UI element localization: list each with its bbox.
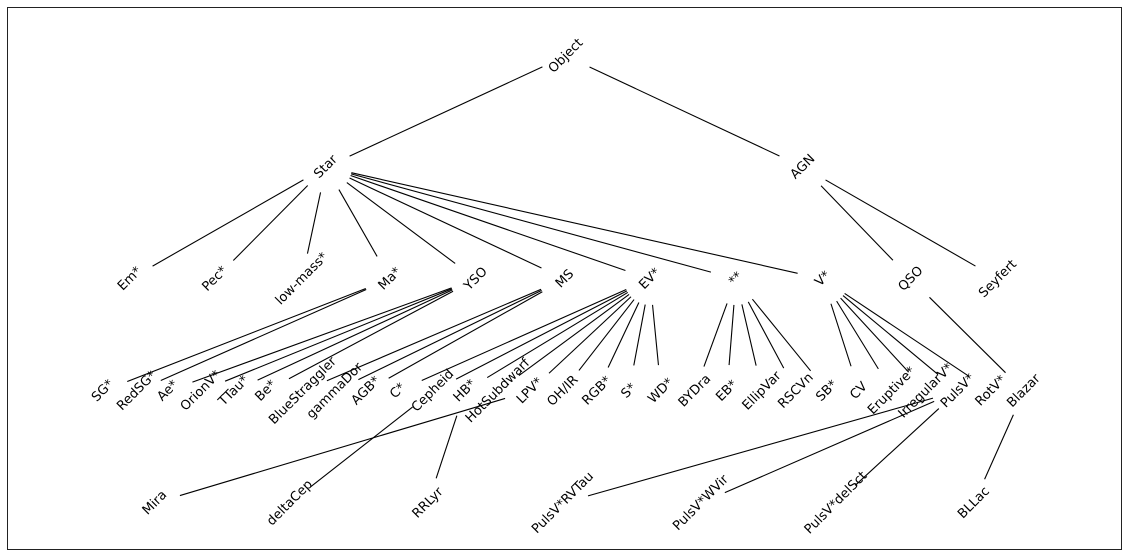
edge-v-to-rotv: [844, 292, 970, 378]
node-label-mira: Mira: [140, 488, 171, 519]
edge-yso-to-orionv: [224, 288, 453, 382]
node-label-ae: Ae*: [155, 377, 182, 404]
node-label-hb: HB*: [451, 376, 480, 405]
edge-ma-to-sg: [127, 287, 366, 383]
edge-ev-to-s: [633, 304, 646, 366]
edge-pulsv-to-pulsvwvir: [724, 400, 935, 494]
node-label-pulsvrvtau: PulsV*RVTau: [529, 469, 597, 537]
node-label-v: V*: [812, 268, 834, 290]
node-label-pulsvwvir: PulsV*WVir: [670, 472, 732, 534]
edge-star-to-v: [351, 172, 798, 274]
node-label-object: Object: [546, 36, 587, 77]
node-label-ma: Ma*: [376, 264, 405, 293]
edge-cepheid-to-deltacep: [310, 406, 413, 488]
edge-yso-to-ae: [192, 287, 452, 383]
edge-ev-to-cepheid: [455, 290, 628, 380]
edge-yso-to-be: [288, 290, 454, 380]
edge-ds-to-ellipvar: [741, 304, 757, 366]
node-label-ohir: OH/IR: [545, 373, 582, 410]
edge-ms-to-agb: [388, 291, 543, 379]
edge-hb-to-rrlyr: [435, 415, 458, 479]
node-label-lowmass: low-mass*: [273, 249, 332, 308]
edge-ev-to-c: [421, 289, 627, 381]
node-label-deltacep: deltaCep: [264, 477, 316, 529]
edge-star-to-ev: [350, 174, 626, 272]
node-label-bydra: BYDra: [676, 372, 715, 411]
node-label-bllac: BLLac: [955, 484, 993, 522]
edge-object-to-star: [349, 66, 543, 157]
node-label-ellipvar: EllipVar: [740, 368, 785, 413]
node-label-blazar: Blazar: [1004, 371, 1044, 411]
node-label-pec: Pec*: [199, 263, 230, 294]
diagram-frame: [7, 7, 1122, 550]
node-label-sb: SB*: [813, 377, 841, 405]
edge-ds-to-bydra: [703, 303, 728, 367]
edge-ev-to-wd: [651, 304, 660, 366]
edge-yso-to-ttau: [257, 289, 453, 381]
edge-v-to-cv: [830, 303, 852, 367]
edge-pulsv-to-pulsvdelsct: [854, 408, 940, 486]
node-label-redsg: RedSG*: [114, 368, 160, 414]
node-label-c: C*: [387, 380, 409, 402]
node-label-rotv: RotV*: [973, 372, 1010, 409]
node-label-be: Be*: [252, 377, 280, 405]
node-label-orionv: OrionV*: [178, 367, 225, 414]
edge-ev-to-rgb: [607, 302, 640, 368]
edge-v-to-pulsv: [842, 295, 939, 375]
node-label-pulsvdelsct: PulsV*delSct: [802, 469, 871, 538]
node-label-qso: QSO: [896, 264, 927, 295]
node-label-rrlyr: RRLyr: [410, 484, 447, 521]
edge-blazar-to-bllac: [984, 414, 1014, 480]
edge-object-to-agn: [589, 66, 780, 157]
edge-ev-to-hb: [486, 291, 629, 379]
node-label-wd: WD*: [645, 375, 677, 407]
node-label-star: Star: [311, 152, 341, 182]
edge-star-to-pec: [232, 185, 309, 261]
node-label-eb: EB*: [713, 377, 741, 405]
edge-ms-to-gammador: [358, 289, 542, 381]
node-label-seyfert: Seyfert: [976, 257, 1020, 301]
node-label-agn: AGN: [788, 152, 819, 183]
edge-star-to-em: [152, 179, 304, 267]
edge-ds-to-rscvn: [747, 301, 785, 369]
edge-star-to-ma: [338, 189, 378, 257]
edge-star-to-lowmass: [306, 192, 322, 254]
node-label-ev: EV*: [636, 265, 664, 293]
edge-ds-to-eb: [728, 304, 735, 366]
edge-ev-to-lpv: [548, 296, 632, 374]
edge-lpv-to-mira: [179, 397, 506, 497]
edge-star-to-yso: [346, 182, 456, 264]
edges-layer: [127, 66, 1014, 497]
edge-ev-to-hotsubdwarf: [518, 293, 630, 377]
node-label-cepheid: Cepheid: [409, 367, 457, 415]
edge-ma-to-redsg: [160, 289, 367, 381]
edge-qso-to-blazar: [929, 296, 1006, 374]
edge-v-to-eruptive: [836, 300, 879, 370]
node-label-rgb: RGB*: [579, 373, 614, 408]
node-label-yso: YSO: [461, 264, 491, 294]
edge-agn-to-qso: [820, 185, 894, 261]
edge-pulsv-to-pulsvrvtau: [587, 397, 934, 497]
edge-star-to-ds: [350, 173, 712, 273]
edge-ms-to-bluestraggler: [326, 288, 542, 382]
node-label-cv: CV: [847, 379, 870, 402]
node-label-sg: SG*: [89, 377, 118, 406]
edge-v-to-irregularv: [840, 297, 909, 373]
edge-ds-to-sb: [751, 298, 812, 372]
edge-agn-to-seyfert: [825, 179, 976, 267]
node-label-ds: **: [726, 269, 746, 289]
node-label-em: Em*: [115, 264, 145, 294]
edge-ev-to-ohir: [578, 299, 635, 371]
edge-star-to-ms: [349, 177, 542, 269]
node-label-ms: MS: [553, 267, 577, 291]
node-label-s: S*: [618, 380, 639, 401]
